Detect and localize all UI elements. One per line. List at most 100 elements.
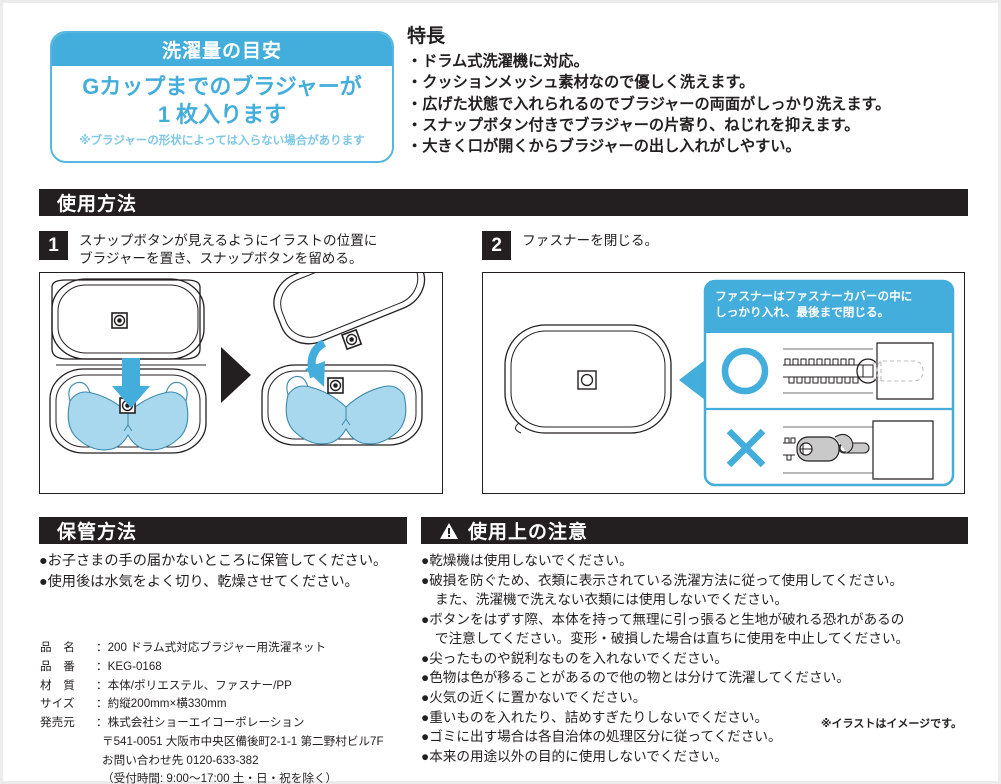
zipper-callout-text: ファスナーはファスナーカバーの中に しっかり入れ、最後まで閉じる。 (715, 289, 941, 320)
bra-illustration-right (285, 375, 407, 445)
caution-list: ●乾燥機は使用しないでください。 ●破損を防ぐため、衣類に表示されている洗濯方法… (421, 551, 981, 766)
caution-section-label: 使用上の注意 (468, 522, 589, 543)
caution-item-main: ●色物は色が移ることがあるので他の物とは分けて洗濯してください。 (421, 670, 850, 686)
step-1-text-line2: ブラジャーを置き、スナップボタンを留める。 (79, 250, 363, 266)
caution-item-main: ●本来の用途以外の目的に使用しないでください。 (421, 748, 728, 764)
caution-item-main: ●破損を防ぐため、衣類に表示されている洗濯方法に従って使用してください。 (421, 572, 904, 588)
caution-section-header: 使用上の注意 (421, 517, 968, 544)
snap-button-icon-lid-right (340, 328, 363, 351)
caution-item: ●火気の近くに置かないでください。 (421, 688, 981, 708)
capacity-line-1: Gカップまでのブラジャーが (82, 74, 362, 99)
step-2-number: 2 (482, 231, 512, 260)
capacity-callout-body: Gカップまでのブラジャーが 1 枚入ります ※ブラジャーの形状によっては入らない… (52, 66, 392, 148)
spec-colon: ： (96, 678, 108, 692)
usage-section-label: 使用方法 (57, 194, 138, 215)
capacity-callout-header: 洗濯量の目安 (52, 33, 392, 66)
spec-row: 品 名 ： 200 ドラム式対応ブラジャー用洗濯ネット (40, 639, 420, 658)
zipper-cover-icon (577, 370, 597, 390)
feature-item: ・大きく口が開くからブラジャーの出し入れがしやすい。 (407, 138, 801, 156)
bad-mark-icon (726, 428, 766, 468)
zipper-callout-line2: しっかり入れ、最後まで閉じる。 (715, 305, 890, 319)
spec-colon: ： (96, 641, 108, 654)
features-list: ・ドラム式洗濯機に対応。 ・クッションメッシュ素材なので優しく洗えます。 ・広げ… (407, 51, 963, 157)
step-1-number: 1 (39, 231, 68, 260)
spec-extra-line: （受付時間: 9:00〜17:00 土・日・祝を除く） (102, 772, 338, 784)
capacity-callout-title: 洗濯量の目安 (161, 41, 282, 62)
spec-value: 本体/ポリエステル、ファスナー/PP (107, 678, 292, 692)
good-mark-icon (721, 347, 769, 395)
spec-colon: ： (96, 716, 108, 730)
good-zipper-illustration (783, 342, 934, 400)
spec-key: サイズ (40, 697, 75, 711)
step-1-svg (49, 273, 426, 454)
spec-value: 約縦200mm×横330mm (107, 697, 227, 711)
step-2-illustration: ファスナーはファスナーカバーの中に しっかり入れ、最後まで閉じる。 (482, 272, 966, 494)
feature-item: ・ドラム式洗濯機に対応。 (407, 53, 589, 70)
caution-item-cont: また、洗濯機で洗えない衣類には使用しないでください。 (435, 592, 789, 608)
caution-item-main: ●火気の近くに置かないでください。 (421, 689, 647, 705)
usage-step-1: 1 スナップボタンが見えるようにイラストの位置に ブラジャーを置き、スナップボタ… (39, 231, 476, 506)
features-title: 特長 (407, 26, 446, 47)
feature-item: ・広げた状態で入れられるのでブラジャーの両面がしっかり洗えます。 (407, 95, 891, 113)
snap-button-icon-lid (111, 312, 128, 329)
caution-item: ●重いものを入れたり、詰めすぎたりしないでください。 (421, 708, 981, 728)
usage-steps: 1 スナップボタンが見えるようにイラストの位置に ブラジャーを置き、スナップボタ… (39, 231, 968, 730)
spec-key: 材 質 (40, 678, 75, 692)
caution-item: ●ボタンをはずす際、本体を持って無理に引っ張ると生地が破れる恐れがあるの で注意… (421, 610, 981, 649)
sequence-arrow-icon (221, 347, 251, 403)
zipper-callout-line1: ファスナーはファスナーカバーの中に (715, 290, 913, 303)
capacity-callout-box: 洗濯量の目安 Gカップまでのブラジャーが 1 枚入ります ※ブラジャーの形状によ… (50, 31, 394, 163)
caution-item: ●乾燥機は使用しないでください。 (421, 551, 981, 571)
snap-button-icon-bra-right (327, 377, 344, 394)
top-area: 洗濯量の目安 Gカップまでのブラジャーが 1 枚入ります ※ブラジャーの形状によ… (3, 3, 998, 185)
spec-value: 株式会社ショーエイコーポレーション (107, 716, 305, 730)
storage-list: ●お子さまの手の届かないところに保管してください。 ●使用後は水気をよく切り、乾… (39, 551, 419, 592)
spec-key: 品 番 (40, 659, 75, 673)
caution-item: ●本来の用途以外の目的に使用しないでください。 (421, 747, 981, 767)
spec-row: サイズ ： 約縦200mm×横330mm (40, 695, 420, 714)
spec-value: KEG-0168 (107, 659, 162, 673)
caution-item-main: ●ボタンをはずす際、本体を持って無理に引っ張ると生地が破れる恐れがあるの (421, 611, 905, 627)
storage-section-header: 保管方法 (39, 517, 407, 544)
step-1-text-line1: スナップボタンが見えるようにイラストの位置に (79, 233, 378, 248)
product-specs: 品 名 ： 200 ドラム式対応ブラジャー用洗濯ネット 品 番 ： KEG-01… (40, 639, 420, 784)
spec-row: 材 質 ： 本体/ポリエステル、ファスナー/PP (40, 677, 420, 696)
caution-item: ●尖ったものや鋭利なものを入れないでください。 (421, 649, 981, 669)
step-1-text: スナップボタンが見えるようにイラストの位置に ブラジャーを置き、スナップボタンを… (79, 231, 377, 267)
usage-section-header: 使用方法 (39, 189, 968, 216)
bad-zipper-illustration (783, 420, 934, 480)
spec-extra-line: 〒541-0051 大阪市中央区備後町2-1-1 第二野村ビル7F (102, 734, 384, 748)
storage-item: ●お子さまの手の届かないところに保管してください。 (39, 553, 388, 569)
caution-item-main: ●ゴミに出す場合は各自治体の処理区分に従ってください。 (421, 729, 782, 745)
spec-extra-line: お問い合わせ先 0120-633-382 (102, 753, 259, 767)
closed-net-shape (504, 324, 672, 434)
caution-item: ●ゴミに出す場合は各自治体の処理区分に従ってください。 (421, 727, 981, 747)
caution-item: ●色物は色が移ることがあるので他の物とは分けて洗濯してください。 (421, 668, 981, 688)
storage-item: ●使用後は水気をよく切り、乾燥させてください。 (39, 573, 359, 590)
capacity-line-2: 1 枚入ります (157, 102, 287, 128)
capacity-note: ※ブラジャーの形状によっては入らない場合があります (79, 135, 365, 148)
spec-colon: ： (96, 697, 108, 711)
bra-illustration-left (67, 381, 189, 451)
down-arrow-icon (112, 358, 150, 408)
step-2-text: ファスナーを閉じる。 (522, 231, 658, 250)
warning-triangle-icon (439, 522, 459, 540)
caution-item-main: ●重いものを入れたり、詰めすぎたりしないでください。 (421, 709, 769, 725)
step-2-head: 2 ファスナーを閉じる。 (482, 231, 968, 269)
step-1-illustration (39, 272, 443, 494)
illustration-disclaimer: ※イラストはイメージです。 (820, 718, 962, 730)
step-2-text-line1: ファスナーを閉じる。 (522, 233, 659, 248)
usage-step-2: 2 ファスナーを閉じる。 (482, 231, 968, 730)
zipper-examples-svg (705, 342, 954, 480)
step-1-head: 1 スナップボタンが見えるようにイラストの位置に ブラジャーを置き、スナップボタ… (39, 231, 476, 269)
storage-section-label: 保管方法 (57, 522, 138, 543)
spec-row: 発売元 ： 株式会社ショーエイコーポレーション (40, 714, 420, 733)
caution-item-cont: で注意してください。変形・破損した場合は直ちに使用を中止してください。 (435, 631, 910, 647)
features-block: 特長 ・ドラム式洗濯機に対応。 ・クッションメッシュ素材なので優しく洗えます。 … (407, 21, 963, 157)
spec-row: 品 番 ： KEG-0168 (40, 658, 420, 677)
feature-item: ・クッションメッシュ素材なので優しく洗えます。 (407, 74, 755, 92)
curved-arrow-icon (305, 339, 327, 387)
caution-item: ●破損を防ぐため、衣類に表示されている洗濯方法に従って使用してください。 また、… (421, 571, 981, 610)
caution-item-main: ●乾燥機は使用しないでください。 (421, 553, 633, 568)
